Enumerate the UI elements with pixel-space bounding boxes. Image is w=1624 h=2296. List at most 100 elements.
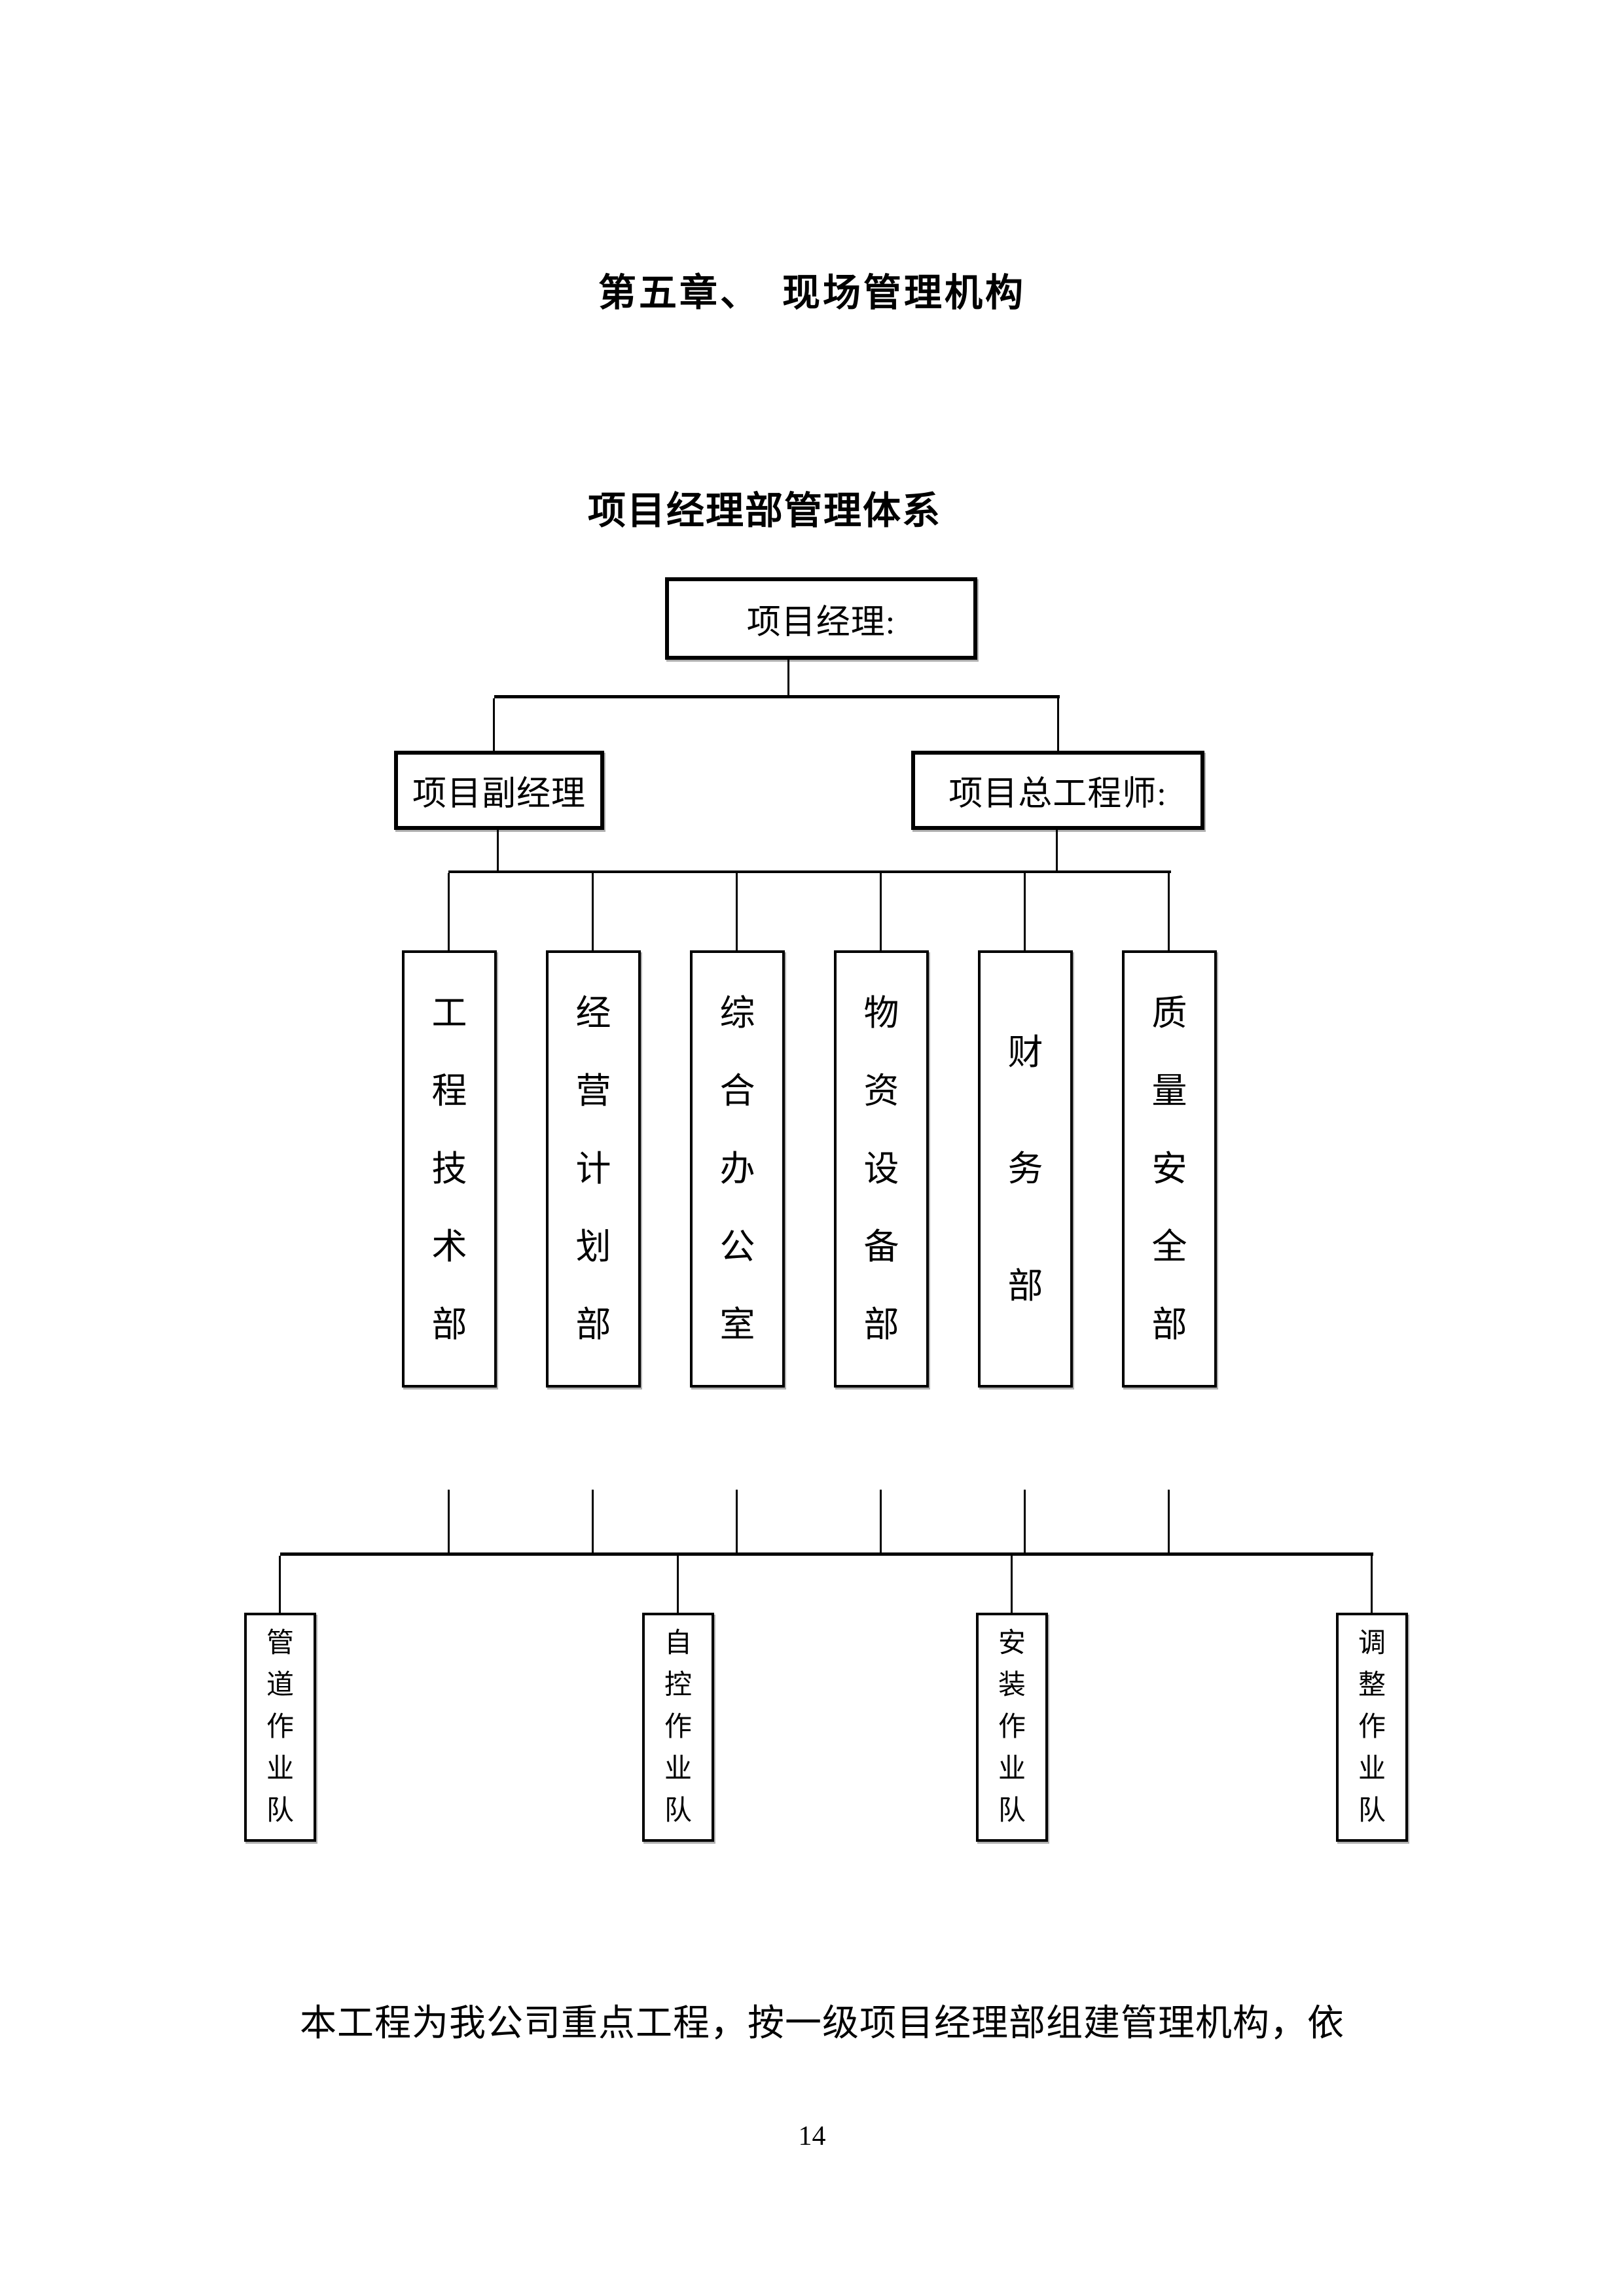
connector-drop-dept-4 [880,873,882,950]
connector-riser-dept-3 [736,1490,738,1554]
connector-riser-dept-4 [880,1490,882,1554]
dept-label-engineering-technology: 工程技术部 [405,953,494,1385]
vertical-label-char: 资 [863,1071,899,1111]
project-manager-label: 项目经理: [746,603,896,641]
vertical-label-char: 作 [1358,1712,1386,1742]
vertical-label-char: 部 [431,1305,467,1344]
vertical-label-char: 质 [1151,994,1187,1033]
connector-drop-dept-1 [448,873,450,950]
vertical-label-char: 安 [998,1628,1026,1659]
deputy-project-manager-box: 项目副经理 [394,751,604,830]
vertical-label-char: 公 [719,1227,755,1266]
vertical-label-char: 装 [998,1670,1026,1700]
vertical-label-char: 合 [719,1071,755,1111]
dept-box-engineering-technology: 工程技术部 [402,950,497,1388]
connector-drop-team-2 [677,1556,679,1613]
project-chief-engineer-box: 项目总工程师: [911,751,1204,830]
project-manager-box: 项目经理: [665,577,977,660]
project-chief-engineer-label: 项目总工程师: [948,776,1167,813]
connector-drop-dept-6 [1168,873,1170,950]
dept-label-quality-safety: 质量安全部 [1125,953,1214,1385]
team-label-installation: 安装作业队 [979,1615,1045,1839]
team-label-adjustment: 调整作业队 [1339,1615,1405,1839]
connector-level2-bus [494,695,1060,698]
vertical-label-char: 物 [863,994,899,1033]
connector-deputy-manager-stub [497,830,499,873]
connector-drop-chief-engineer [1057,698,1059,751]
connector-riser-dept-5 [1024,1490,1026,1554]
vertical-label-char: 控 [664,1670,692,1700]
vertical-label-char: 队 [664,1796,692,1826]
dept-label-materials-equipment: 物资设备部 [837,953,926,1385]
team-box-automation: 自控作业队 [642,1613,714,1842]
dept-box-general-office: 综合办公室 [690,950,785,1388]
page-number: 14 [798,2121,826,2151]
connector-drop-team-1 [279,1556,281,1613]
connector-riser-dept-2 [592,1490,594,1554]
dept-label-general-office: 综合办公室 [693,953,782,1385]
team-label-pipeline: 管道作业队 [247,1615,314,1839]
vertical-label-char: 财 [1007,1032,1043,1072]
connector-department-bus [448,870,1171,873]
vertical-label-char: 综 [719,994,755,1033]
connector-drop-dept-2 [592,873,594,950]
vertical-label-char: 调 [1358,1628,1386,1659]
vertical-label-char: 程 [431,1071,467,1111]
vertical-label-char: 整 [1358,1670,1386,1700]
vertical-label-char: 道 [266,1670,294,1700]
vertical-label-char: 业 [1358,1754,1386,1784]
dept-box-finance: 财务部 [978,950,1073,1388]
vertical-label-char: 全 [1151,1227,1187,1266]
connector-drop-team-3 [1011,1556,1013,1613]
dept-box-business-planning: 经营计划部 [546,950,641,1388]
connector-team-bus [280,1552,1373,1556]
vertical-label-char: 经 [575,994,611,1033]
dept-box-quality-safety: 质量安全部 [1122,950,1217,1388]
connector-drop-team-4 [1371,1556,1373,1613]
body-paragraph: 本工程为我公司重点工程，按一级项目经理部组建管理机构，依 [300,2003,1344,2044]
vertical-label-char: 部 [1151,1305,1187,1344]
vertical-label-char: 业 [664,1754,692,1784]
vertical-label-char: 室 [719,1305,755,1344]
chapter-title: 第五章、 现场管理机构 [598,272,1026,314]
vertical-label-char: 量 [1151,1071,1187,1111]
vertical-label-char: 备 [863,1227,899,1266]
vertical-label-char: 营 [575,1071,611,1111]
vertical-label-char: 划 [575,1227,611,1266]
connector-riser-dept-1 [448,1490,450,1554]
vertical-label-char: 部 [575,1305,611,1344]
dept-box-materials-equipment: 物资设备部 [834,950,929,1388]
dept-label-business-planning: 经营计划部 [549,953,638,1385]
dept-label-finance: 财务部 [981,953,1070,1385]
deputy-project-manager-label: 项目副经理 [412,776,586,813]
vertical-label-char: 队 [266,1796,294,1826]
vertical-label-char: 作 [266,1712,294,1742]
vertical-label-char: 队 [1358,1796,1386,1826]
vertical-label-char: 业 [998,1754,1026,1784]
vertical-label-char: 设 [863,1149,899,1189]
connector-drop-deputy-manager [493,698,495,751]
connector-chief-engineer-stub [1056,830,1058,873]
team-box-adjustment: 调整作业队 [1336,1613,1408,1842]
vertical-label-char: 业 [266,1754,294,1784]
vertical-label-char: 队 [998,1796,1026,1826]
vertical-label-char: 务 [1007,1149,1043,1189]
vertical-label-char: 管 [266,1628,294,1659]
vertical-label-char: 部 [1007,1266,1043,1306]
vertical-label-char: 计 [575,1149,611,1189]
vertical-label-char: 作 [998,1712,1026,1742]
connector-drop-dept-3 [736,873,738,950]
connector-drop-dept-5 [1024,873,1026,950]
team-box-installation: 安装作业队 [976,1613,1048,1842]
org-chart-title: 项目经理部管理体系 [588,490,942,532]
connector-root-stub [787,660,789,698]
connector-riser-dept-6 [1168,1490,1170,1554]
vertical-label-char: 术 [431,1227,467,1266]
team-box-pipeline: 管道作业队 [244,1613,316,1842]
vertical-label-char: 自 [664,1628,692,1659]
vertical-label-char: 安 [1151,1149,1187,1189]
team-label-automation: 自控作业队 [645,1615,712,1839]
vertical-label-char: 作 [664,1712,692,1742]
vertical-label-char: 技 [431,1149,467,1189]
